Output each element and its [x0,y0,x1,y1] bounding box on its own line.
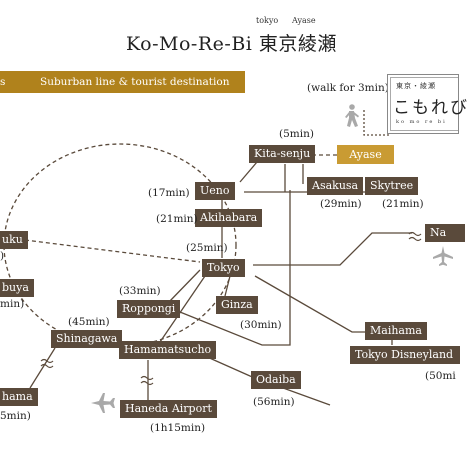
banner-fragment: s [0,76,6,88]
logo-line1: 東京・綾瀬 [396,82,436,90]
station-roppongi: Roppongi [117,300,181,318]
station-shinjuku: uku [0,231,28,249]
line-tokyo-ginza [224,275,231,297]
station-asakusa: Asakusa [307,177,364,195]
time-roppongi: (33min) [119,285,161,297]
time-tokyo: (25min) [186,242,228,254]
line-tokyo-roppongi [167,269,201,304]
line-kitasenju-ueno [239,161,258,183]
line-tokyo-narita [253,232,412,266]
station-ginza: Ginza [216,296,258,314]
time-shibuya: min) [0,298,25,310]
station-kita-senju: Kita-senju [249,145,316,163]
time-haneda: (1h15min) [150,422,206,434]
station-shinagawa: Shinagawa [51,330,123,348]
station-yokohama: hama [0,388,38,406]
time-ginza: (30min) [240,319,282,331]
time-skytree: (21min) [382,198,424,210]
time-akihabara: (21min) [156,213,198,225]
line-tokyo-hamamatsucho [159,275,206,343]
station-maihama: Maihama [365,322,427,340]
time-ueno: (17min) [148,187,190,199]
time-kita-senju: (5min) [279,128,314,140]
komorebi-logo: 東京・綾瀬 こもれび ko mo re bi [387,74,467,134]
wave-icon [140,372,154,391]
ruby-ayase: Ayase [292,16,316,25]
station-odaiba: Odaiba [251,371,301,389]
time-odaiba: (56min) [253,396,295,408]
station-haneda-airport: Haneda Airport [120,400,217,418]
line-hamamatsucho-odaiba [204,355,331,406]
station-ueno: Ueno [195,182,235,200]
station-narita: Na [425,224,465,242]
airplane-icon [432,245,454,271]
station-skytree: Skytree [365,177,419,195]
wave-icon [408,228,422,247]
time-asakusa: (29min) [320,198,362,210]
line-shinjuku-tokyo [24,239,201,263]
line-roppongi-ginza [174,190,291,346]
station-disneyland: Tokyo Disneyland [350,346,460,364]
line-shinagawa-yokohama [29,347,56,389]
station-akihabara: Akihabara [195,209,263,227]
banner-text: Suburban line & tourist destination [40,76,230,88]
station-hamamatsucho: Hamamatsucho [119,341,217,359]
logo-line2: こもれび [393,98,469,118]
walk-note: (walk for 3min) [307,82,389,94]
station-ayase: Ayase [337,145,394,164]
wave-icon [40,355,54,374]
airplane-icon [90,392,116,418]
ruby-tokyo: tokyo [256,16,279,25]
time-shinjuku: ) [0,250,5,262]
time-disneyland: (50mi [425,370,456,382]
time-yokohama: 5min) [0,410,31,422]
time-shinagawa: (45min) [68,316,110,328]
suburban-banner: s Suburban line & tourist destination [0,71,245,93]
route-map: tokyo Ayase Ko-Mo-Re-Bi 東京綾瀬 s Suburban … [0,16,467,434]
station-tokyo: Tokyo [202,259,245,277]
station-shibuya: buya [0,279,34,297]
line-walk-dotted [363,110,390,136]
logo-line3: ko mo re bi [396,119,447,125]
line-tokyo-maihama [254,275,368,333]
page-title: Ko-Mo-Re-Bi 東京綾瀬 [126,33,337,55]
walking-person-icon [343,104,361,132]
